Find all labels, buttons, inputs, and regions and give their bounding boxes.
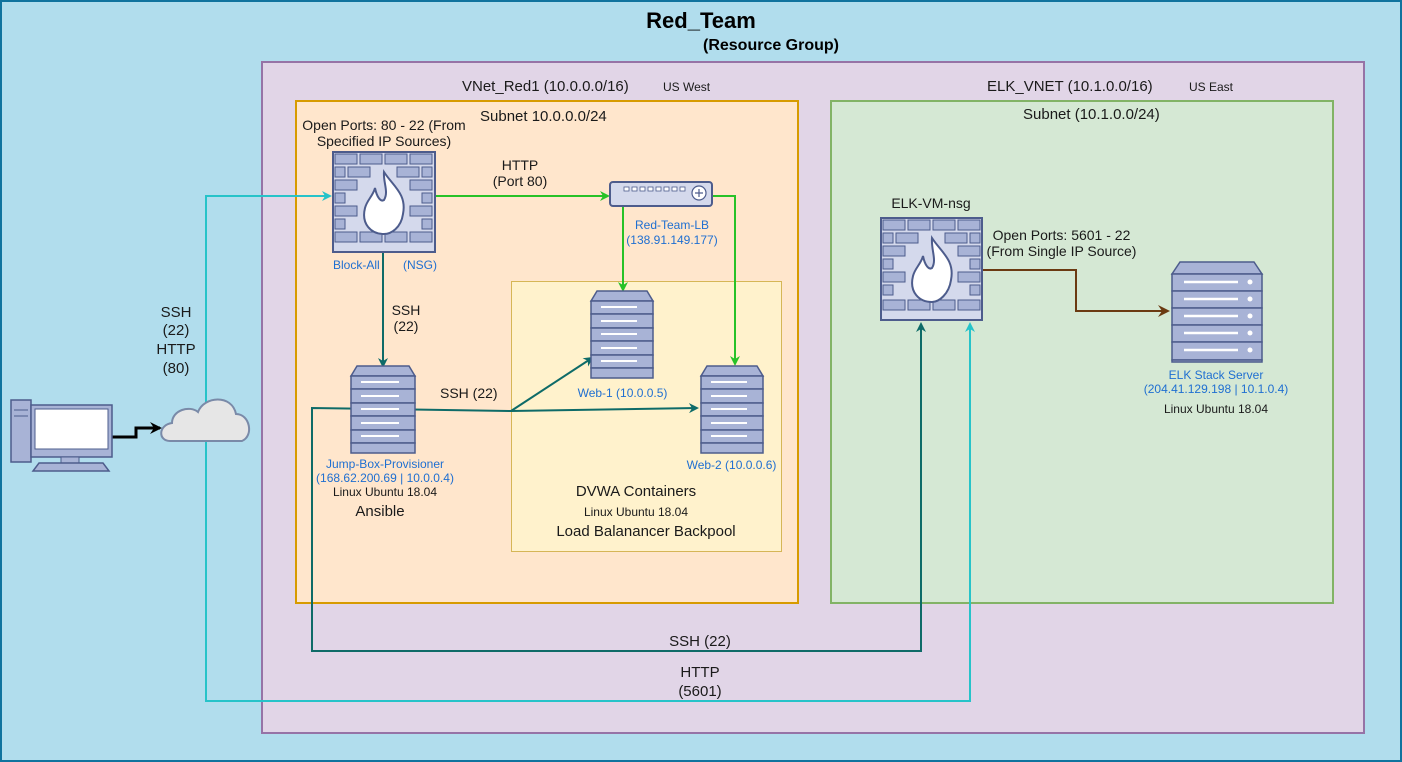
nsg-red-ports-line1: Open Ports: 80 - 22 (From	[302, 117, 466, 133]
nsg-red-tag: (NSG)	[403, 258, 437, 272]
vnet-elk-region: US East	[1189, 80, 1234, 94]
bottom-http-line1: HTTP	[680, 664, 720, 681]
nsg-elk-name: ELK-VM-nsg	[891, 195, 971, 211]
jumpbox-os: Linux Ubuntu 18.04	[332, 485, 438, 499]
backpool-pool-label: Load Balanancer Backpool	[556, 523, 736, 540]
internet-label-line3: HTTP	[156, 341, 196, 358]
jumpbox-ssh-line2: (22)	[393, 318, 419, 334]
lb-conn-label-line2: (Port 80)	[492, 173, 548, 189]
internet-label-line2: (22)	[162, 322, 190, 339]
elk-server-ip: (204.41.129.198 | 10.1.0.4)	[1143, 382, 1289, 396]
web2-name: Web-2 (10.0.0.6)	[686, 458, 777, 472]
green-links	[436, 191, 740, 366]
link-pc-to-cloud	[112, 422, 162, 439]
internet-label-line1: SSH	[160, 304, 192, 321]
elk-server-name: ELK Stack Server	[1168, 368, 1264, 382]
lb-name: Red-Team-LB	[634, 218, 710, 232]
page-title: Red_Team	[646, 8, 756, 33]
server-icon-elk	[1170, 261, 1264, 363]
link-lb-to-web2	[712, 195, 740, 366]
web1-name: Web-1 (10.0.0.5)	[577, 386, 668, 400]
jumpbox-ip: (168.62.200.69 | 10.0.0.4)	[316, 471, 454, 485]
server-icon-web2	[699, 365, 765, 454]
load-balancer-icon	[609, 181, 713, 207]
backpool-title: DVWA Containers	[575, 483, 697, 500]
cyan-links	[205, 191, 975, 702]
nsg-red-name: Block-All	[333, 258, 380, 272]
bottom-http-line2: (5601)	[678, 683, 722, 700]
backpool-os: Linux Ubuntu 18.04	[583, 505, 689, 519]
jumpbox-ssh-line1: SSH	[391, 302, 421, 318]
server-icon-jumpbox	[349, 365, 417, 454]
lb-conn-label-line1: HTTP	[501, 157, 539, 173]
link-internet-to-nsg	[205, 191, 332, 440]
elk-server-os: Linux Ubuntu 18.04	[1163, 402, 1269, 416]
page-subtitle: (Resource Group)	[702, 37, 839, 54]
nsg-elk-ports-line1: Open Ports: 5601 - 22	[992, 227, 1131, 243]
vnet-elk-label: ELK_VNET (10.1.0.0/16)	[987, 78, 1153, 95]
firewall-icon-block-all	[332, 151, 436, 253]
cloud-icon	[160, 398, 251, 442]
vnet-red-region: US West	[663, 80, 711, 94]
firewall-icon-elk-nsg	[880, 217, 983, 321]
nsg-elk-ports-line2: (From Single IP Source)	[986, 243, 1137, 259]
link-jumpbox-to-web2	[510, 403, 699, 414]
server-icon-web1	[589, 290, 655, 379]
jumpbox-tool: Ansible	[355, 503, 405, 520]
nsg-red-ports-line2: Specified IP Sources)	[316, 133, 452, 149]
internet-label-line4: (80)	[162, 360, 190, 377]
vnet-red-label: VNet_Red1 (10.0.0.0/16)	[462, 78, 629, 95]
link-internet-to-elk	[205, 322, 975, 702]
jumpbox-name: Jump-Box-Provisioner	[325, 457, 445, 471]
link-elk-nsg-to-server	[982, 269, 1170, 317]
backpool-ssh-label: SSH (22)	[440, 385, 498, 401]
bottom-ssh-label: SSH (22)	[669, 633, 731, 650]
lb-ip: (138.91.149.177)	[626, 233, 718, 247]
subnet-elk-label: Subnet (10.1.0.0/24)	[1023, 106, 1160, 123]
subnet-red-label: Subnet 10.0.0.0/24	[480, 108, 607, 125]
computer-icon	[10, 399, 113, 472]
link-jumpbox-to-web1	[510, 356, 594, 412]
